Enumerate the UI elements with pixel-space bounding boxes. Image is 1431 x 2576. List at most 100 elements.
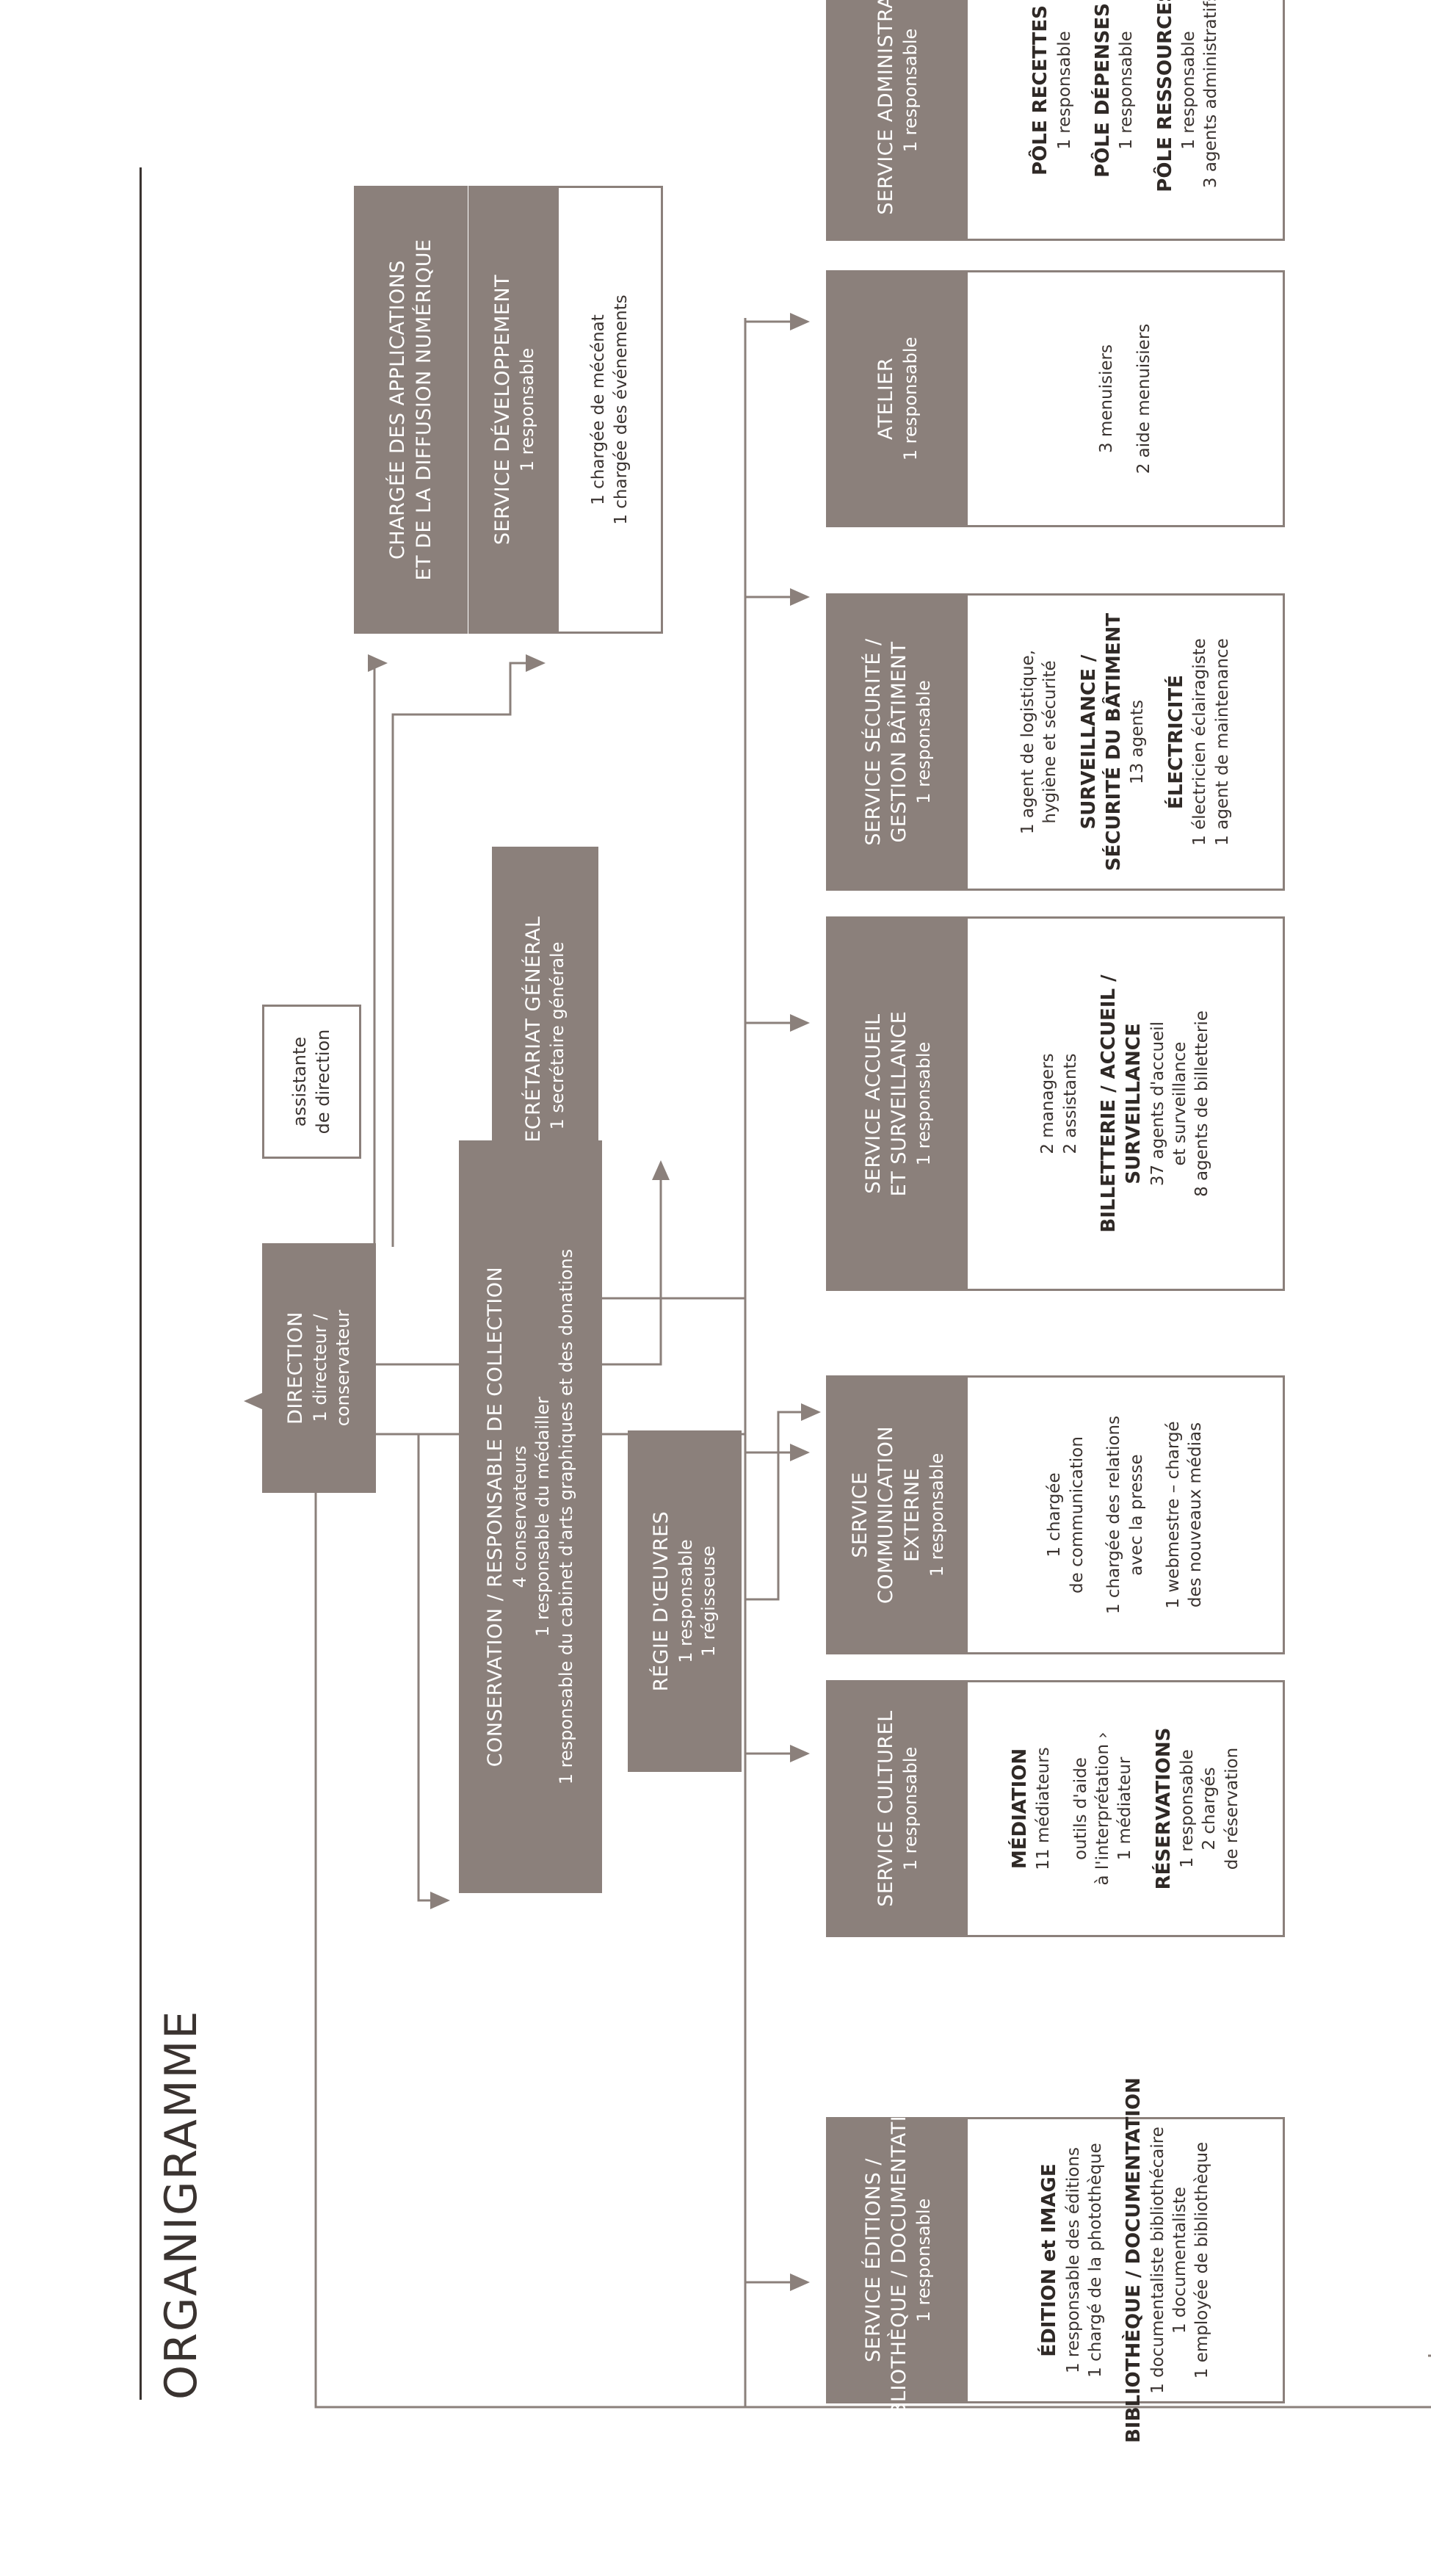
regie-title: RÉGIE D'ŒUVRES	[650, 1510, 673, 1692]
comm-c-1: 1 webmestre – chargé	[1163, 1421, 1183, 1609]
assistant-line-1: assistante	[289, 1036, 310, 1127]
atelier-line-1: 3 menuisiers	[1097, 344, 1117, 454]
secretariat-title: SECRÉTARIAT GÉNÉRAL	[521, 916, 545, 1156]
secretariat-subtitle: 1 secrétaire générale	[547, 941, 568, 1130]
diffusion-box: CHARGÉE DES APPLICATIONS ET DE LA DIFFUS…	[354, 186, 468, 634]
administratif-head: SERVICE ADMINISTRATIF 1 responsable	[828, 0, 968, 239]
regie-line-1: 1 responsable	[675, 1539, 696, 1663]
biblio-line-1: 1 documentaliste bibliothécaire	[1148, 2127, 1167, 2394]
communication-head: SERVICE COMMUNICATION EXTERNE 1 responsa…	[828, 1378, 968, 1652]
reservations-title: RÉSERVATIONS	[1152, 1727, 1175, 1890]
biblio-title: BIBLIOTHÈQUE / DOCUMENTATION	[1123, 2077, 1145, 2443]
surveillance-line-1: 13 agents	[1128, 700, 1148, 784]
culturel-head-1: SERVICE CULTUREL	[874, 1710, 898, 1907]
assistant-line-2: de direction	[312, 1029, 333, 1135]
comm-a-1: 1 chargée	[1045, 1472, 1065, 1557]
line-to-editions	[745, 1403, 821, 1601]
communication-head-2: COMMUNICATION	[874, 1425, 898, 1604]
outils-line-2: à l'interprétation ›	[1093, 1732, 1112, 1886]
culturel-body: MÉDIATION 11 médiateurs outils d'aide à …	[968, 1682, 1283, 1935]
accueil-body: 2 managers 2 assistants BILLETTERIE / AC…	[968, 919, 1283, 1289]
developpement-title: SERVICE DÉVELOPPEMENT	[491, 274, 515, 546]
outils-line-1: outils d'aide	[1070, 1757, 1090, 1860]
electricite-title: ÉLECTRICITÉ	[1164, 675, 1187, 809]
securite-head-2: GESTION BÂTIMENT	[888, 641, 911, 843]
editions-head-2: BIBLIOTHÈQUE / DOCUMENTATION	[888, 2084, 911, 2436]
edition-line-2: 1 chargé de la photothèque	[1085, 2143, 1105, 2378]
depenses-title: PÔLE DÉPENSES	[1091, 3, 1114, 178]
line-direction-diffusion	[368, 654, 388, 1247]
atelier-head: ATELIER 1 responsable	[828, 272, 968, 525]
billetterie-title-2: SURVEILLANCE	[1123, 1023, 1145, 1184]
edition-image-title: ÉDITION et IMAGE	[1038, 2163, 1061, 2357]
assistant-box: assistante de direction	[262, 1005, 361, 1159]
billetterie-title-1: BILLETTERIE / ACCUEIL /	[1098, 974, 1120, 1233]
accueil-head: SERVICE ACCUEIL ET SURVEILLANCE 1 respon…	[828, 919, 968, 1289]
administratif-head-2: 1 responsable	[899, 28, 921, 153]
administratif-body: PÔLE RECETTES 1 responsable PÔLE DÉPENSE…	[968, 0, 1283, 239]
accueil-a-1: 2 managers	[1038, 1053, 1058, 1154]
biblio-line-2: 1 documentaliste	[1170, 2187, 1189, 2334]
administratif-head-1: SERVICE ADMINISTRATIF	[874, 0, 898, 215]
conservation-line-3: 1 responsable du cabinet d'arts graphiqu…	[556, 1248, 577, 1785]
developpement-head: SERVICE DÉVELOPPEMENT 1 responsable	[471, 188, 559, 632]
regie-line-2: 1 régisseuse	[698, 1545, 720, 1657]
communication-head-4: 1 responsable	[926, 1452, 947, 1577]
service-editions: SERVICE ÉDITIONS / BIBLIOTHÈQUE / DOCUME…	[826, 2077, 1285, 2443]
diffusion-line-2: ET DE LA DIFFUSION NUMÉRIQUE	[412, 239, 435, 581]
service-culturel: SERVICE CULTUREL 1 responsable MÉDIATION…	[826, 1680, 1285, 1937]
biblio-line-3: 1 employée de bibliothèque	[1192, 2141, 1212, 2379]
developpement-line-1: 1 chargée de mécénat	[589, 314, 609, 505]
edition-line-1: 1 responsable des éditions	[1063, 2146, 1083, 2374]
securite-a-2: hygiène et sécurité	[1040, 660, 1060, 824]
line-direction-conservation	[374, 1433, 450, 1909]
regie-box: RÉGIE D'ŒUVRES 1 responsable 1 régisseus…	[628, 1430, 742, 1772]
direction-line-2: conservateur	[333, 1309, 354, 1427]
service-accueil: SERVICE ACCUEIL ET SURVEILLANCE 1 respon…	[826, 916, 1285, 1291]
accueil-b-1: 37 agents d'accueil	[1148, 1021, 1167, 1187]
accueil-head-3: 1 responsable	[913, 1041, 934, 1166]
conservation-line-1: 4 conservateurs	[509, 1445, 530, 1588]
conservation-title: CONSERVATION / RESPONSABLE DE COLLECTION	[484, 1266, 507, 1768]
surveillance-title-2: SÉCURITÉ DU BÂTIMENT	[1103, 612, 1126, 872]
communication-head-1: SERVICE	[848, 1472, 872, 1558]
accueil-head-1: SERVICE ACCUEIL	[861, 1013, 885, 1194]
culturel-head: SERVICE CULTUREL 1 responsable	[828, 1682, 968, 1935]
developpement-subtitle: 1 responsable	[516, 347, 537, 472]
developpement-body: 1 chargée de mécénat 1 chargée des événe…	[559, 188, 661, 632]
accueil-b-2: et surveillance	[1170, 1041, 1189, 1166]
culturel-head-2: 1 responsable	[899, 1746, 921, 1871]
atelier-body: 3 menuisiers 2 aide menuisiers	[968, 272, 1283, 525]
comm-b-2: avec la presse	[1126, 1454, 1146, 1576]
accueil-a-2: 2 assistants	[1060, 1053, 1080, 1154]
outils-line-3: 1 médiateur	[1115, 1756, 1135, 1861]
direction-line-1: 1 directeur /	[309, 1314, 330, 1422]
securite-head-1: SERVICE SÉCURITÉ /	[861, 638, 885, 846]
securite-head-3: 1 responsable	[913, 680, 934, 804]
atelier-head-1: ATELIER	[874, 357, 898, 441]
service-administratif: SERVICE ADMINISTRATIF 1 responsable PÔLE…	[826, 0, 1285, 241]
editions-head-3: 1 responsable	[913, 2198, 934, 2323]
service-communication: SERVICE COMMUNICATION EXTERNE 1 responsa…	[826, 1375, 1285, 1654]
communication-head-3: EXTERNE	[900, 1467, 924, 1563]
reservations-line-3: de réservation	[1222, 1747, 1242, 1870]
securite-head: SERVICE SÉCURITÉ / GESTION BÂTIMENT 1 re…	[828, 596, 968, 889]
reservations-line-1: 1 responsable	[1177, 1749, 1197, 1868]
ressources-line-2: 3 agents administratifs	[1201, 0, 1221, 189]
securite-a-1: 1 agent de logistique,	[1018, 649, 1038, 835]
accueil-b-3: 8 agents de billetterie	[1192, 1010, 1212, 1197]
recettes-title: PÔLE RECETTES	[1029, 5, 1052, 176]
ressources-title: PÔLE RESSOURCES	[1153, 0, 1176, 192]
mediation-line-1: 11 médiateurs	[1034, 1747, 1054, 1870]
editions-head-1: SERVICE ÉDITIONS /	[861, 2158, 885, 2362]
comm-c-2: des nouveaux médias	[1186, 1422, 1206, 1608]
editions-body: ÉDITION et IMAGE 1 responsable des éditi…	[968, 2077, 1283, 2443]
comm-b-1: 1 chargée des relations	[1104, 1415, 1124, 1615]
direction-title: DIRECTION	[284, 1311, 308, 1425]
electricite-line-1: 1 électricien éclairagiste	[1190, 638, 1210, 846]
line-direction-developpement	[391, 654, 546, 1247]
accueil-head-2: ET SURVEILLANCE	[888, 1010, 911, 1197]
communication-body: 1 chargée de communication 1 chargée des…	[968, 1378, 1283, 1652]
diffusion-line-1: CHARGÉE DES APPLICATIONS	[385, 260, 409, 560]
